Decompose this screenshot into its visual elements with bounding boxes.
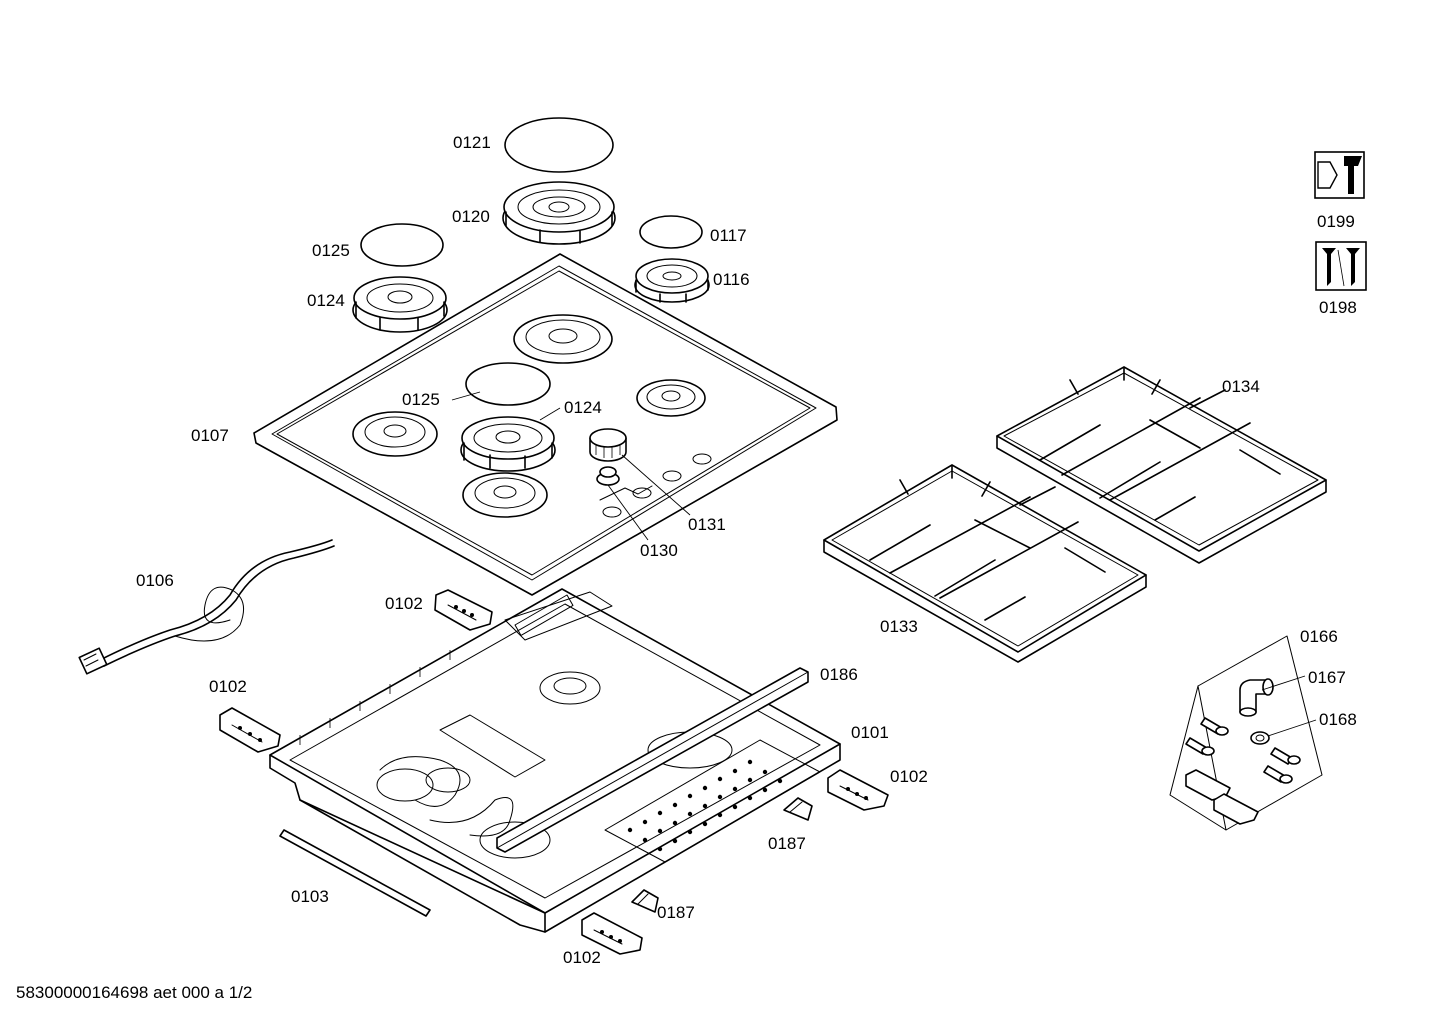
callout-0107: 0107 xyxy=(191,426,229,445)
burner-well-left xyxy=(352,411,438,457)
burner-cap-0121 xyxy=(504,117,614,173)
callout-0120: 0120 xyxy=(452,207,490,226)
screws-icon xyxy=(1315,241,1367,291)
drawing-footer-code: 58300000164698 aet 000 a 1/2 xyxy=(16,983,252,1002)
callout-0102-right: 0102 xyxy=(890,767,928,786)
pan-support-0134 xyxy=(996,366,1327,564)
callout-0102-left: 0102 xyxy=(209,677,247,696)
callout-0102-bottom: 0102 xyxy=(563,948,601,967)
clip-0102-left xyxy=(219,707,281,753)
callout-0133: 0133 xyxy=(880,617,918,636)
callout-0102-top: 0102 xyxy=(385,594,423,613)
burner-cap-center xyxy=(465,362,551,406)
control-knob xyxy=(589,428,627,462)
burner-well-right xyxy=(636,379,706,417)
clip-0102-top xyxy=(434,589,493,631)
callout-0101: 0101 xyxy=(851,723,889,742)
leader-lines xyxy=(451,391,1317,737)
callout-0131: 0131 xyxy=(688,515,726,534)
burner-well-front xyxy=(462,472,548,518)
callout-0124: 0124 xyxy=(307,291,345,310)
callout-0198: 0198 xyxy=(1319,298,1357,317)
callout-0116: 0116 xyxy=(713,270,750,289)
bottom-tray-0101 xyxy=(269,588,841,933)
knob-spindle xyxy=(596,466,620,486)
wrench-nut-icon xyxy=(1314,151,1365,199)
callout-0186: 0186 xyxy=(820,665,858,684)
callout-0134: 0134 xyxy=(1222,377,1260,396)
callout-0168: 0168 xyxy=(1319,710,1357,729)
fixing-kit-0166 xyxy=(1169,635,1323,831)
burner-ring-0116 xyxy=(634,258,710,303)
callout-0121: 0121 xyxy=(453,133,491,152)
clip-0187-a xyxy=(783,797,813,821)
washer-0168 xyxy=(1250,731,1270,745)
burner-well-rear xyxy=(513,314,613,364)
burner-ring-0120 xyxy=(502,181,616,245)
pan-support-0133 xyxy=(823,464,1147,663)
power-cable-0106 xyxy=(78,539,335,675)
callout-0130: 0130 xyxy=(640,541,678,560)
clip-0102-bottom xyxy=(581,912,643,955)
callout-0187-a: 0187 xyxy=(768,834,806,853)
callout-0167: 0167 xyxy=(1308,668,1346,687)
callout-0125-center: 0125 xyxy=(402,390,440,409)
clip-0187-b xyxy=(631,889,659,913)
burner-cap-0125 xyxy=(360,223,444,267)
callout-0103: 0103 xyxy=(291,887,329,906)
burner-ring-0124 xyxy=(352,276,448,333)
burner-cap-0117 xyxy=(639,215,703,249)
callout-0199: 0199 xyxy=(1317,212,1355,231)
burner-ring-center xyxy=(460,416,556,472)
seal-strip-0103 xyxy=(279,829,431,917)
elbow-fitting-0167 xyxy=(1239,678,1274,717)
vent-holes xyxy=(627,759,783,852)
clip-0102-right xyxy=(827,769,889,811)
callout-0125: 0125 xyxy=(312,241,350,260)
callout-0166: 0166 xyxy=(1300,627,1338,646)
callout-0106: 0106 xyxy=(136,571,174,590)
callout-0187-b: 0187 xyxy=(657,903,695,922)
callout-0124-center: 0124 xyxy=(564,398,602,417)
hob-top-panel xyxy=(253,253,838,596)
screws xyxy=(1185,717,1301,784)
callout-0117: 0117 xyxy=(710,226,747,245)
